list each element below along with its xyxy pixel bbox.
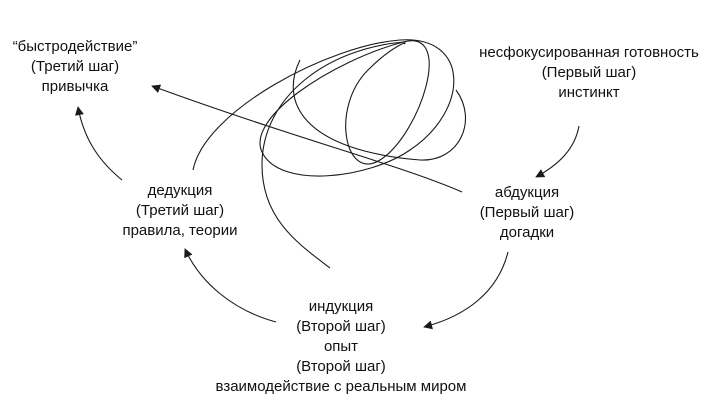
induction-label: индукция [308,298,374,315]
spiral-tail [261,41,405,269]
readiness-desc: инстинкт [558,84,620,101]
node-abduction: абдукция (Первый шаг) догадки [452,183,602,243]
arrow-induction-to-deduction [184,248,277,323]
node-readiness: несфокусированная готовность (Первый шаг… [458,43,720,103]
induction-step: (Второй шаг) [296,318,386,335]
readiness-label: несфокусированная готовность [479,44,699,61]
spiral-loop [192,39,455,177]
node-induction: индукция (Второй шаг) опыт (Второй шаг) … [176,297,506,397]
arrow-readiness-to-abduction [535,125,580,178]
induction-desc: опыт [323,338,359,355]
habit-desc: привычка [41,78,109,95]
induction-step-2: (Второй шаг) [296,358,386,375]
abduction-step: (Первый шаг) [479,204,575,221]
arrow-abduction-to-induction [423,251,509,330]
abduction-label: абдукция [494,184,560,201]
arrow-deduction-to-habit [75,106,123,181]
readiness-step: (Первый шаг) [541,64,637,81]
habit-step: (Третий шаг) [30,58,120,75]
induction-desc-2: взаимодействие с реальным миром [215,378,467,395]
node-deduction: дедукция (Третий шаг) правила, теории [95,181,265,241]
deduction-desc: правила, теории [122,222,238,239]
deduction-label: дедукция [147,182,213,199]
abduction-desc: догадки [499,224,555,241]
habit-label: “быстродействие” [12,38,138,55]
spiral-inner [292,59,466,161]
arrow-abduction-to-habit [151,84,463,193]
deduction-step: (Третий шаг) [135,202,225,219]
node-habit: “быстродействие” (Третий шаг) привычка [0,37,150,97]
